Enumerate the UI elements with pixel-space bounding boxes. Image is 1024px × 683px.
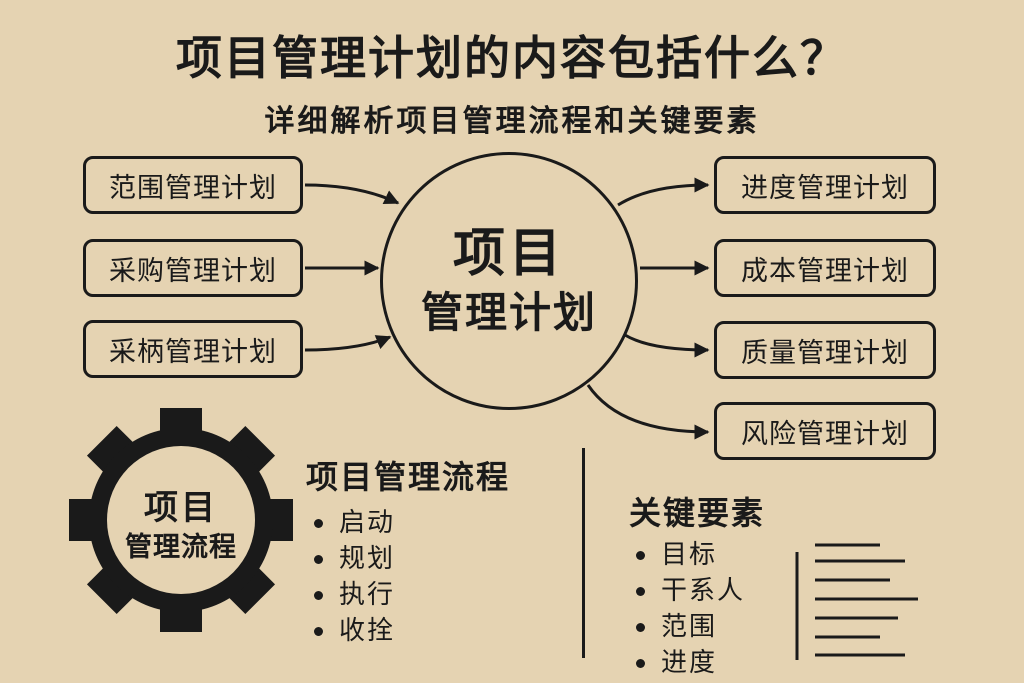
- list-item: 规划: [314, 541, 395, 577]
- list-item-label: 执行: [339, 580, 396, 610]
- center-label-line1: 项目: [452, 224, 565, 284]
- list-item-label: 收拴: [339, 616, 396, 646]
- plan-box-scope: 范围管理计划: [83, 156, 303, 214]
- list-item: 目标: [636, 537, 745, 573]
- list-item: 启动: [314, 505, 395, 541]
- plan-box-schedule: 进度管理计划: [714, 156, 936, 214]
- gear-icon: [69, 408, 293, 632]
- bullet-icon: [636, 658, 645, 668]
- arrow-center-to-quality: [624, 333, 710, 358]
- bullet-icon: [314, 554, 323, 564]
- gear-label-line2: 管理流程: [125, 532, 237, 563]
- list-item-label: 进度: [661, 648, 718, 678]
- plan-box-quality: 质量管理计划: [714, 321, 936, 379]
- list-item: 执行: [314, 577, 395, 613]
- arrow-third-to-center: [304, 335, 392, 352]
- bullet-icon: [314, 518, 323, 528]
- decorative-lines: [795, 543, 918, 660]
- list-item: 收拴: [314, 613, 395, 649]
- bullet-icon: [636, 550, 645, 560]
- arrow-center-to-schedule: [617, 177, 710, 207]
- bullet-icon: [636, 586, 645, 596]
- key-elements-heading: 关键要素: [629, 494, 766, 532]
- arrow-scope-to-center: [304, 183, 400, 205]
- list-item-label: 规划: [339, 544, 396, 574]
- bullet-icon: [314, 626, 323, 636]
- process-heading: 项目管理流程: [306, 458, 511, 496]
- center-node: 项目 管理计划: [380, 152, 638, 410]
- bullet-icon: [314, 590, 323, 600]
- gear-label: 项目 管理流程: [96, 458, 266, 594]
- section-divider: [582, 448, 585, 658]
- list-item-label: 目标: [661, 540, 718, 570]
- list-item-label: 范围: [661, 612, 718, 642]
- list-item: 进度: [636, 645, 745, 681]
- process-list: 启动 规划 执行 收拴: [314, 505, 395, 649]
- list-item: 范围: [636, 609, 745, 645]
- center-label-line2: 管理计划: [420, 288, 597, 337]
- bullet-icon: [636, 622, 645, 632]
- plan-box-cost: 成本管理计划: [714, 239, 936, 297]
- page-subtitle: 详细解析项目管理流程和关键要素: [264, 104, 760, 139]
- list-item-label: 启动: [339, 508, 396, 538]
- page-title: 项目管理计划的内容包括什么？: [176, 31, 848, 85]
- plan-box-procurement: 采购管理计划: [83, 239, 303, 297]
- list-item-label: 干系人: [661, 576, 746, 606]
- arrow-center-to-risk: [586, 384, 710, 440]
- key-elements-list: 目标 干系人 范围 进度: [636, 537, 745, 681]
- list-item: 干系人: [636, 573, 745, 609]
- gear-label-line1: 项目: [144, 488, 218, 528]
- plan-box-third: 采柄管理计划: [83, 320, 303, 378]
- plan-box-risk: 风险管理计划: [714, 402, 936, 460]
